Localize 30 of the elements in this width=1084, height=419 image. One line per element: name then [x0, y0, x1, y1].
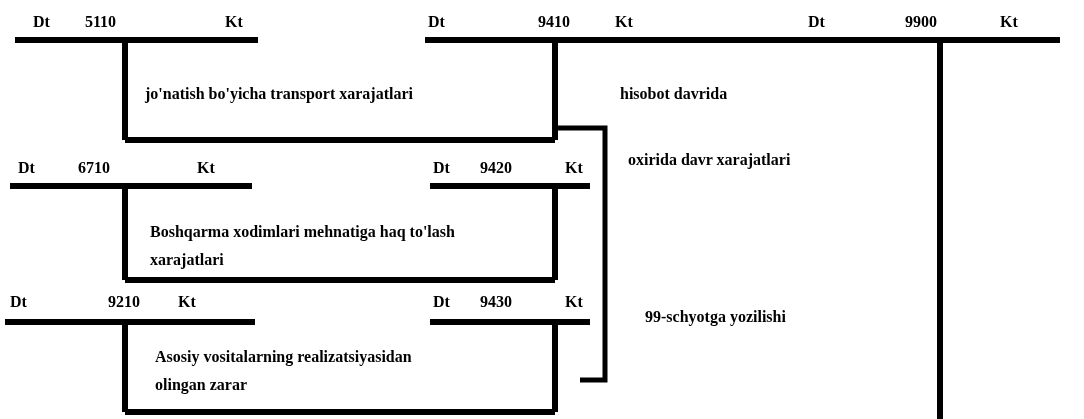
credit-label: Kt	[197, 158, 215, 178]
credit-label: Kt	[565, 158, 583, 178]
account-number: 9420	[480, 158, 512, 178]
credit-label: Kt	[565, 292, 583, 312]
connector-line	[125, 409, 555, 415]
account-number: 5110	[85, 12, 117, 32]
connector-line	[125, 137, 555, 143]
credit-label: Kt	[225, 12, 243, 32]
debit-label: Dt	[33, 12, 50, 32]
connector-line	[125, 277, 555, 283]
account-number: 9900	[905, 12, 937, 32]
account-number: 6710	[78, 158, 110, 178]
account-number: 9430	[480, 292, 512, 312]
account-number: 9210	[108, 292, 140, 312]
account-number: 9410	[538, 12, 570, 32]
debit-label: Dt	[428, 12, 445, 32]
edge-label: Asosiy vositalarning realizatsiyasidan olingan zarar	[155, 347, 413, 396]
credit-label: Kt	[178, 292, 196, 312]
note-text: oxirida davr xarajatlari	[628, 150, 791, 171]
note-text: 99-schyotga yozilishi	[645, 307, 786, 328]
edge-label: Boshqarma xodimlari mehnatiga haq to'lash xarajatlari	[150, 222, 456, 271]
note-text: hisobot davrida	[620, 84, 728, 104]
credit-label: Kt	[615, 12, 633, 32]
debit-label: Dt	[10, 292, 27, 312]
debit-label: Dt	[808, 12, 825, 32]
debit-label: Dt	[433, 158, 450, 178]
credit-label: Kt	[1000, 12, 1018, 32]
edge-label: jo'natish bo'yicha transport xarajatlari	[145, 84, 414, 105]
debit-label: Dt	[18, 158, 35, 178]
debit-label: Dt	[433, 292, 450, 312]
